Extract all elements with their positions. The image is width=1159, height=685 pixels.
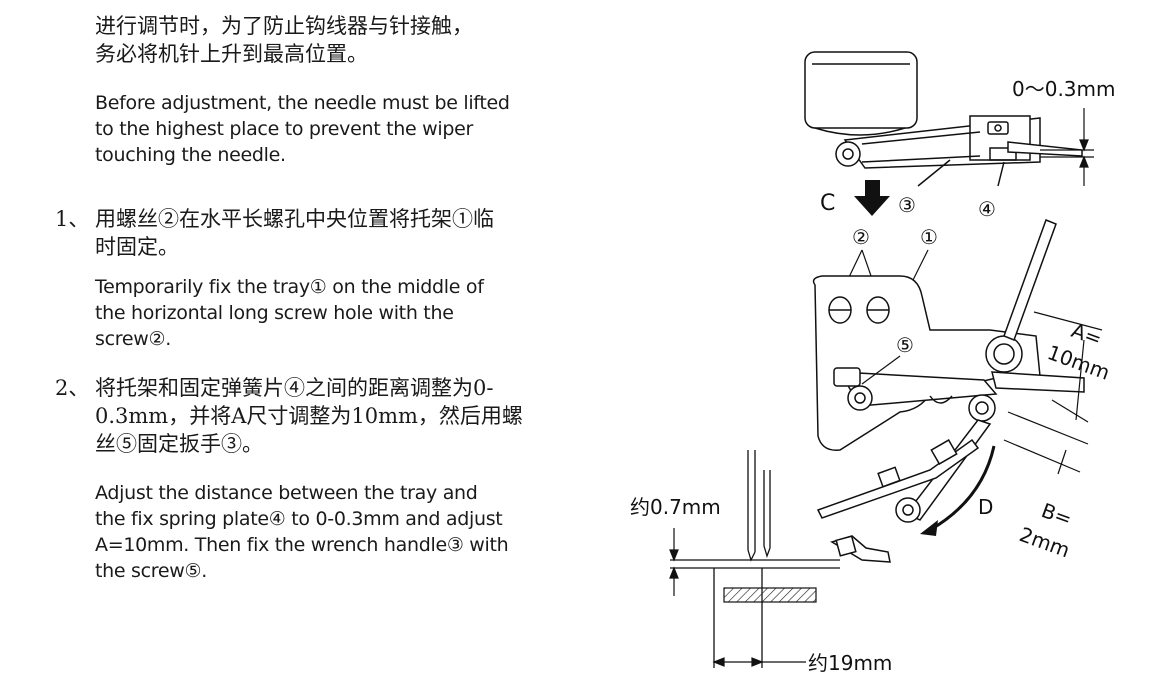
step-1-zh: 用螺丝②在水平长螺孔中央位置将托架①临 时固定。 [95,205,494,261]
wiper-plate [816,438,980,519]
note-en-line-1: Before adjustment, the needle must be li… [95,92,510,114]
note-en-line-3: touching the needle. [95,144,286,166]
step-2-zh-line-2: 0.3mm，并将A尺寸调整为10mm，然后用螺 [95,404,523,428]
main-mechanism [812,219,1085,563]
step-2-en-line-3: A=10mm. Then fix the wrench handle③ with [95,534,509,556]
step-2-en-line-1: Adjust the distance between the tray and [95,482,478,504]
part-3-label: ③ [898,193,916,217]
step-1-zh-line-2: 时固定。 [95,235,179,259]
part-1-label: ① [920,225,938,249]
dimension-b [1003,411,1089,475]
step-1-en-line-3: screw②. [95,328,171,350]
step-1-number: 1、 [55,207,90,231]
gap-dimension [1040,108,1094,186]
horizontal-dimension [712,657,806,667]
bearing-right [985,335,1023,373]
dim-b-label-1: B= [1038,498,1075,531]
step-2-en-line-4: the screw⑤. [95,560,207,582]
step-2-en: Adjust the distance between the tray and… [95,480,509,584]
step-2-number: 2、 [55,376,90,400]
dim-a-label-1: A= [1068,318,1105,351]
step-2-zh-line-1: 将托架和固定弹簧片④之间的距离调整为0- [95,376,494,400]
part-4-label: ④ [978,197,996,221]
needle-gap-label: 约0.7mm [630,495,721,519]
step-1-zh-line-1: 用螺丝②在水平长螺孔中央位置将托架①临 [95,207,494,231]
needle-gap-dimension [669,528,679,596]
needles [747,450,771,562]
part-5-label: ⑤ [896,333,914,357]
adjustment-diagram: 0～0.3mm C ③ ④ ② ① [630,51,1116,675]
note-zh: 进行调节时，为了防止钩线器与针接触， 务必将机针上升到最高位置。 [95,12,473,68]
needle-plate [670,559,840,668]
note-zh-line-2: 务必将机针上升到最高位置。 [95,42,368,66]
note-en: Before adjustment, the needle must be li… [95,90,510,168]
screw-5 [968,394,996,422]
part-2-label: ② [852,225,870,249]
rotation-arrow-icon [929,445,996,532]
dimension-a [1033,311,1103,423]
wrench-handle [991,371,1085,393]
horizontal-label: 约19mm [808,651,892,675]
gap-label: 0～0.3mm [1012,77,1116,101]
rotation-label: D [978,495,993,519]
view-c-label: C [820,191,835,216]
note-zh-line-1: 进行调节时，为了防止钩线器与针接触， [95,14,473,38]
top-view [804,51,1083,187]
hatched-feed-plate [723,587,817,603]
step-1-en: Temporarily fix the tray① on the middle … [95,274,484,352]
step-1-en-line-2: the horizontal long screw hole with the [95,302,454,324]
view-c-arrow-icon [854,180,890,216]
step-1-en-line-1: Temporarily fix the tray① on the middle … [95,276,484,298]
upright-rod [1003,219,1057,341]
step-2-zh-line-3: 丝⑤固定扳手③。 [95,432,263,456]
step-2-zh: 将托架和固定弹簧片④之间的距离调整为0- 0.3mm，并将A尺寸调整为10mm，… [95,374,523,458]
step-2-en-line-2: the fix spring plate④ to 0-0.3mm and adj… [95,508,503,530]
cap-block [804,51,918,129]
spring-plate [1007,141,1083,157]
note-en-line-2: to the highest place to prevent the wipe… [95,118,474,140]
